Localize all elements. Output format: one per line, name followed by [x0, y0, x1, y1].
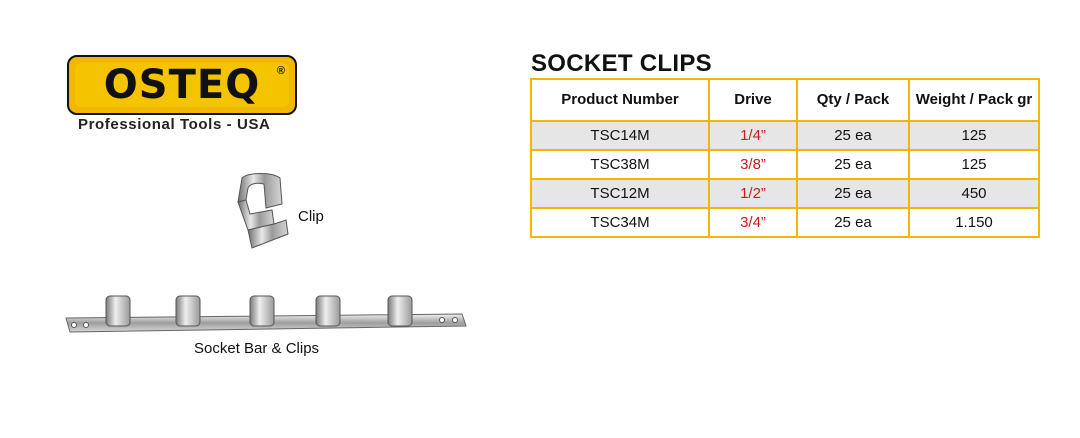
table-row: TSC38M 3/8” 25 ea 125	[530, 149, 1040, 180]
header-qty-pack: Qty / Pack	[796, 78, 910, 122]
drive-cell: 1/4”	[708, 120, 798, 151]
section-title: SOCKET CLIPS	[531, 50, 712, 77]
weight-cell: 1.150	[908, 207, 1040, 238]
brand-logo: OSTEQ ®	[67, 55, 297, 115]
logo-inner	[75, 63, 289, 107]
drive-cell: 3/8”	[708, 149, 798, 180]
logo-frame: OSTEQ ®	[67, 55, 297, 115]
qty-cell: 25 ea	[796, 120, 910, 151]
socket-bar-label: Socket Bar & Clips	[194, 340, 320, 357]
product-number-cell: TSC38M	[530, 149, 710, 180]
product-number-cell: TSC14M	[530, 120, 710, 151]
header-drive: Drive	[708, 78, 798, 122]
logo-text: OSTEQ	[103, 62, 261, 108]
clip-label: Clip	[298, 208, 324, 225]
qty-cell: 25 ea	[796, 178, 910, 209]
clip-image	[237, 173, 289, 249]
qty-cell: 25 ea	[796, 207, 910, 238]
registered-mark: ®	[276, 65, 285, 77]
table-row: TSC34M 3/4” 25 ea 1.150	[530, 207, 1040, 238]
weight-cell: 125	[908, 120, 1040, 151]
header-product-number: Product Number	[530, 78, 710, 122]
product-number-cell: TSC12M	[530, 178, 710, 209]
qty-cell: 25 ea	[796, 149, 910, 180]
table-row: TSC12M 1/2” 25 ea 450	[530, 178, 1040, 209]
header-weight-pack: Weight / Pack gr	[908, 78, 1040, 122]
weight-cell: 450	[908, 178, 1040, 209]
specs-table: Product Number Drive Qty / Pack Weight /…	[530, 78, 1040, 238]
drive-cell: 3/4”	[708, 207, 798, 238]
brand-tagline: Professional Tools - USA	[78, 116, 271, 133]
drive-cell: 1/2”	[708, 178, 798, 209]
table-row: TSC14M 1/4” 25 ea 125	[530, 120, 1040, 151]
product-number-cell: TSC34M	[530, 207, 710, 238]
weight-cell: 125	[908, 149, 1040, 180]
socket-bar-image	[65, 295, 467, 333]
table-header-row: Product Number Drive Qty / Pack Weight /…	[530, 78, 1040, 122]
